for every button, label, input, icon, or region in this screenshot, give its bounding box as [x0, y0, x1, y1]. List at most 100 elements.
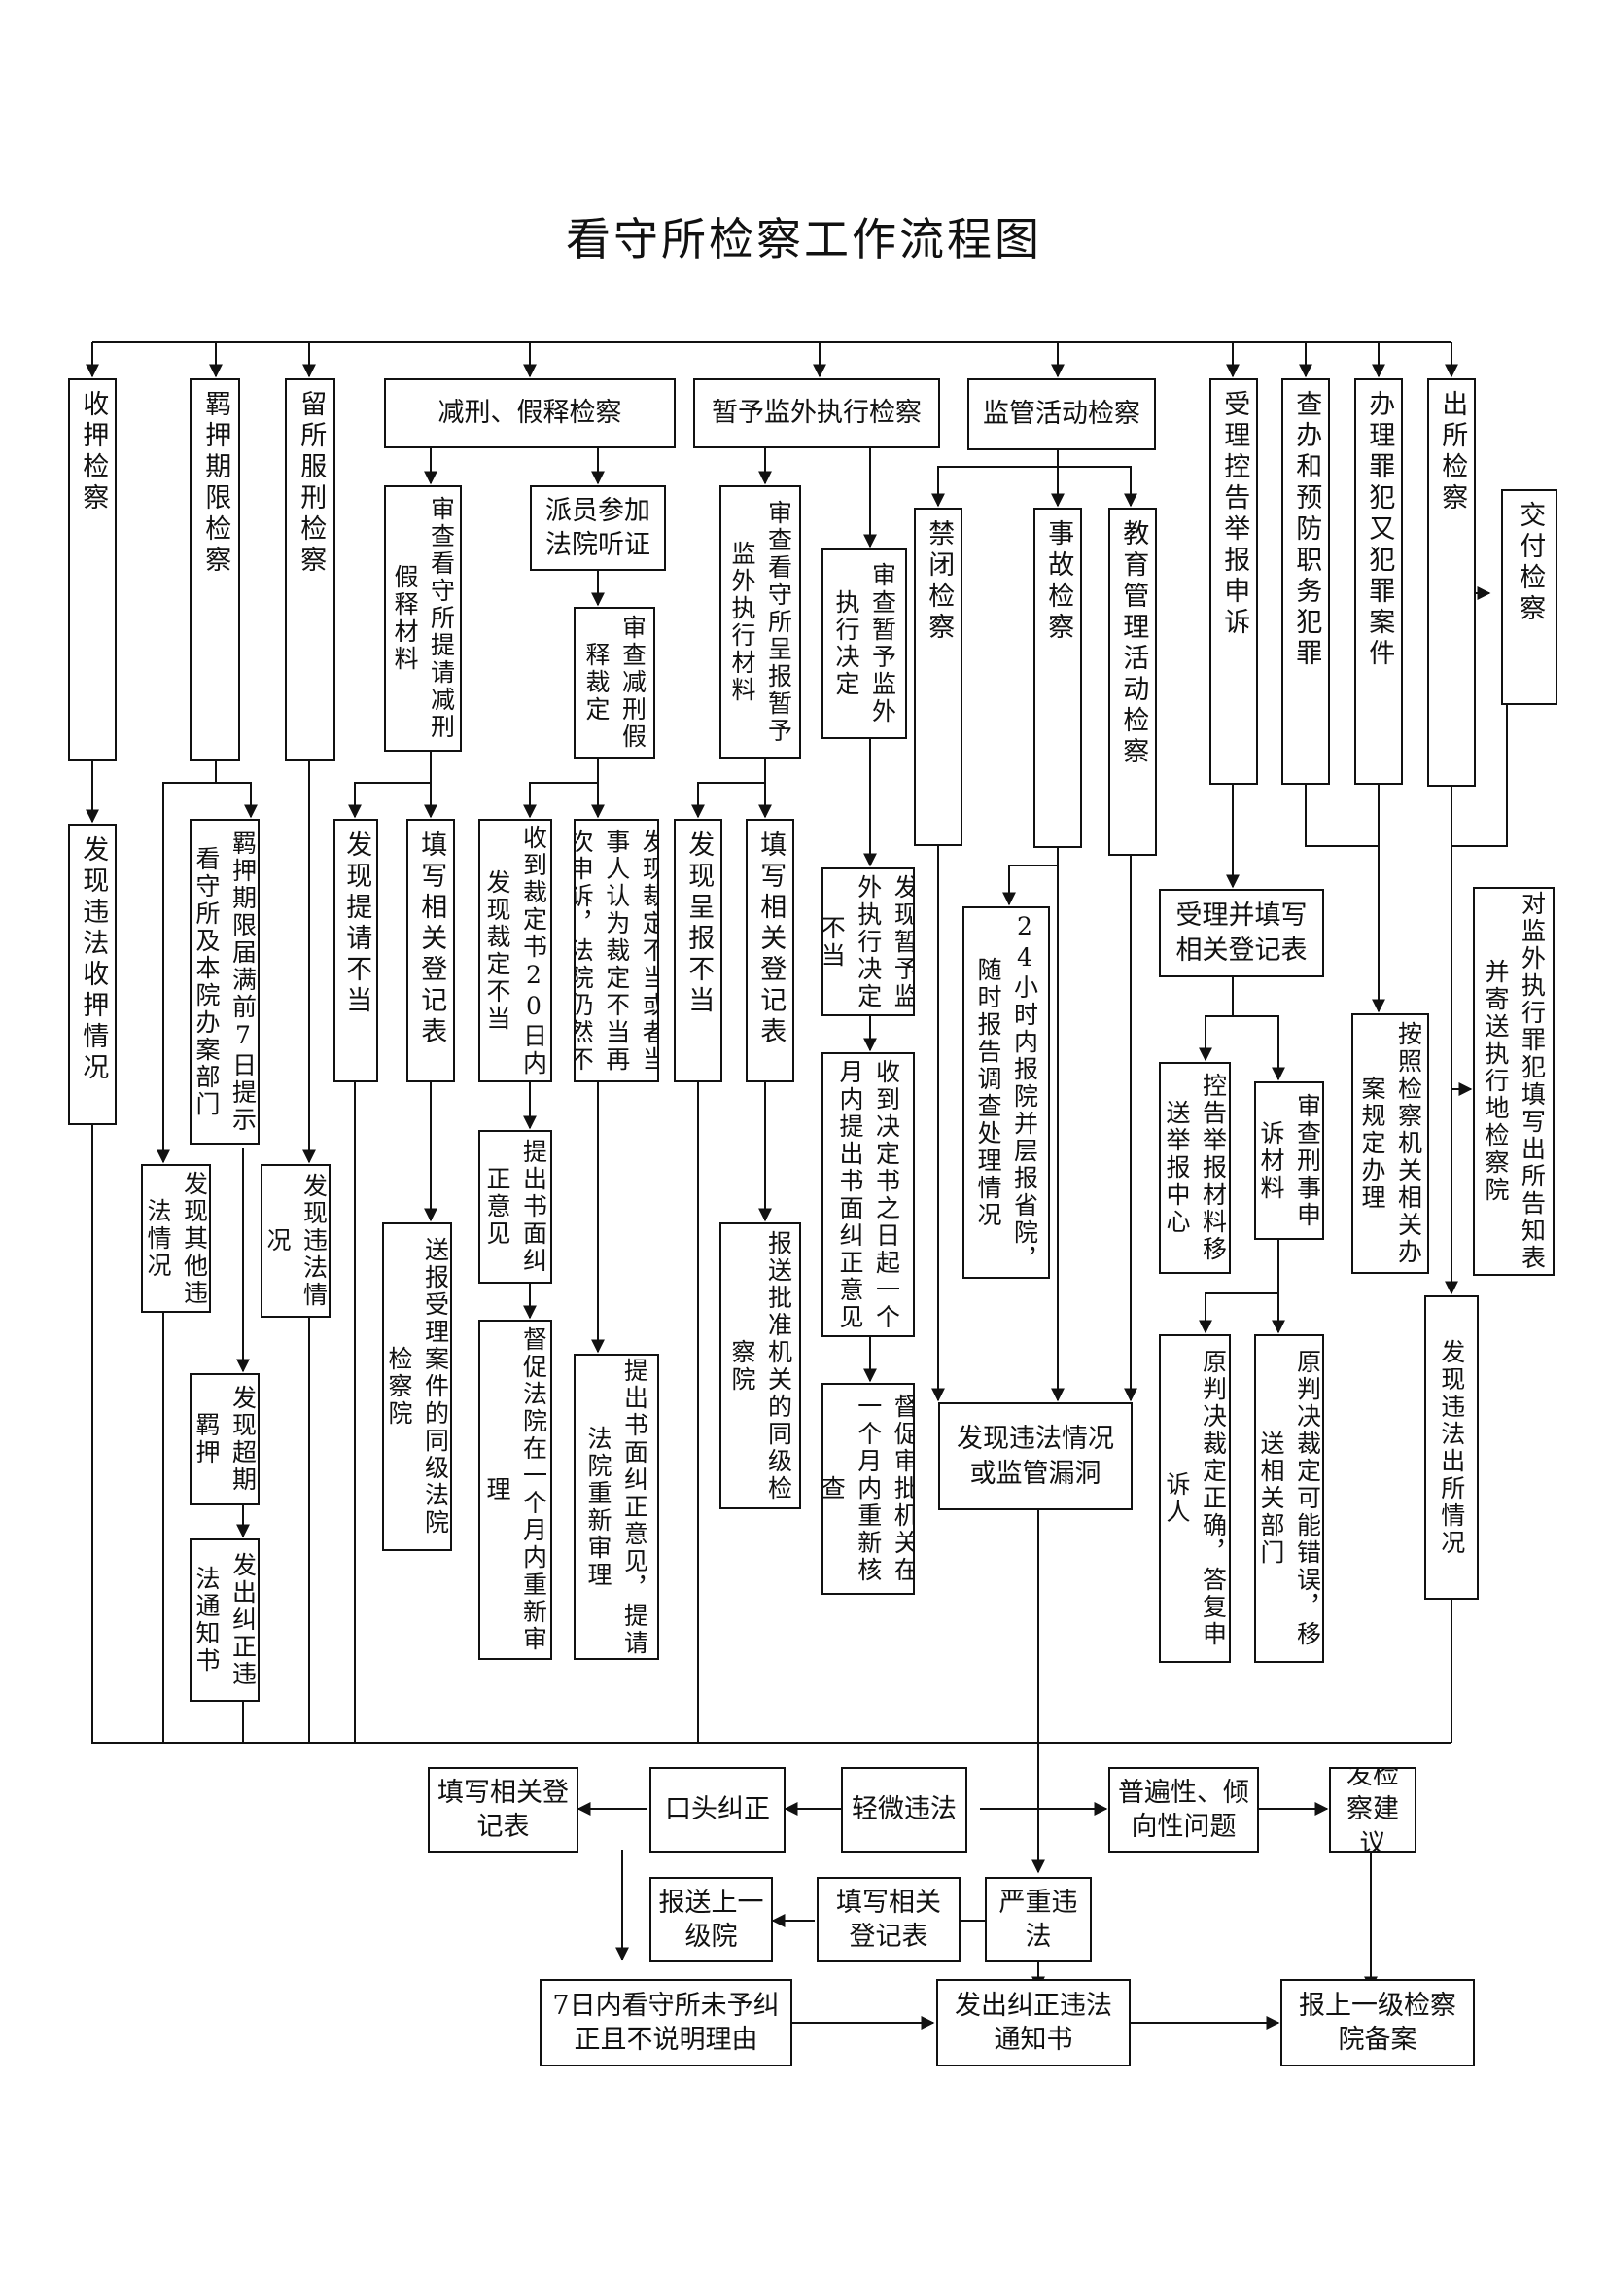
node-zanyu-label: 暂予监外执行检察 — [712, 398, 922, 429]
node-jianguan: 监管活动检察 — [967, 378, 1156, 450]
node-tianxie-bottom2-label: 填写相关登记表 — [836, 1887, 941, 1952]
node-jiya-manqi-label: 羁押期限届满前7日提示看守所及本院办案部门 — [192, 830, 258, 1134]
node-shigu-24-label: 24小时内报院并层报省院，随时报告调查处理情况 — [974, 911, 1039, 1274]
node-shencha-shensu-label: 审查刑事申诉材料 — [1257, 1092, 1322, 1229]
node-zy-budang-label: 发现呈报不当 — [683, 830, 715, 1017]
node-yuan-cuowu: 原判决裁定可能错误，移送相关部门 — [1254, 1334, 1324, 1663]
node-shouli-label: 受理控告举报申诉 — [1219, 390, 1250, 639]
node-baosong-shangji: 报送上一级院 — [649, 1877, 773, 1962]
node-jx-shencha: 审查看守所提请减刑假释材料 — [384, 485, 462, 752]
node-jx-budang: 发现提请不当 — [333, 819, 378, 1082]
node-fachu-tongzhi: 发出纠正违法通知书 — [936, 1979, 1131, 2066]
node-jiya-manqi: 羁押期限届满前7日提示看守所及本院办案部门 — [190, 819, 260, 1145]
node-jx-dujian-label: 督促法院在一个月内重新审理 — [483, 1326, 548, 1653]
node-pubian: 普遍性、倾向性问题 — [1108, 1767, 1259, 1853]
node-jx-tichu1: 提出书面纠正意见 — [478, 1130, 552, 1284]
node-yuan-zhengque-label: 原判决裁定正确，答复申诉人 — [1163, 1349, 1228, 1648]
node-zy-baosong: 报送批准机关的同级检察院 — [719, 1222, 801, 1509]
node-jx-tichu2-label: 提出书面纠正意见，提请法院重新审理 — [584, 1357, 649, 1657]
node-shouli-tianxie: 受理并填写相关登记表 — [1159, 889, 1324, 977]
node-fa-jianyi-label: 发检察建议 — [1346, 1767, 1399, 1853]
node-tianxie-bottom: 填写相关登记表 — [428, 1767, 578, 1853]
node-qingwei-label: 轻微违法 — [852, 1794, 957, 1825]
node-zy-tianxie: 填写相关登记表 — [746, 819, 794, 1082]
node-yuan-zhengque: 原判决裁定正确，答复申诉人 — [1159, 1334, 1231, 1663]
node-jianxing-label: 减刑、假释检察 — [437, 398, 622, 429]
node-shencha-shensu: 审查刑事申诉材料 — [1254, 1081, 1324, 1240]
node-faxian-weifa-label: 发现违法情况或监管漏洞 — [957, 1424, 1114, 1489]
node-bao-shangji: 报上一级检察院备案 — [1280, 1979, 1475, 2066]
node-zanyu: 暂予监外执行检察 — [693, 378, 940, 448]
node-tianxie-bottom-label: 填写相关登记表 — [437, 1777, 569, 1842]
node-liusuo-faxian-label: 发现违法情况 — [263, 1173, 329, 1309]
node-qiri-label: 7日内看守所未予纠正且不说明理由 — [552, 1990, 780, 2055]
node-jx-20-2-label: 收到裁定书20日后发现裁定不当或者当事人认为裁定不当再次申诉，法院仍然不裁 — [574, 828, 659, 1074]
node-liusuo: 留所服刑检察 — [285, 378, 335, 761]
node-jx-song-label: 送报受理案件的同级法院检察院 — [385, 1237, 450, 1537]
node-jx-shenchacd: 审查减刑假释裁定 — [574, 607, 655, 759]
node-tianxie-bottom2: 填写相关登记表 — [817, 1877, 961, 1962]
node-chusuo: 出所检察 — [1427, 378, 1476, 787]
node-jx-tianxie-label: 填写相关登记表 — [416, 830, 447, 1048]
node-faxian-shouya-label: 发现违法收押情况 — [78, 835, 109, 1084]
node-zy-jueding2-label: 收到决定书之日起一个月内提出书面纠正意见 — [836, 1058, 901, 1331]
node-yanzhong: 严重违法 — [985, 1877, 1092, 1962]
node-jx-paiyuan-label: 派员参加法院听证 — [545, 495, 650, 560]
node-jianguan-label: 监管活动检察 — [983, 399, 1140, 430]
node-zy-baosong-label: 报送批准机关的同级检察院 — [728, 1229, 793, 1502]
node-jiya: 羁押期限检察 — [190, 378, 240, 761]
node-jx-song: 送报受理案件的同级法院检察院 — [382, 1222, 452, 1551]
node-jiya-faxian-label: 发现其他违法情况 — [144, 1170, 209, 1307]
node-jx-20-1-label: 收到裁定书20日内发现裁定不当 — [483, 824, 548, 1077]
node-banli-anzhao-label: 按照检察机关相关办案规定办理 — [1358, 1021, 1423, 1266]
node-zy-jueding2: 收到决定书之日起一个月内提出书面纠正意见 — [821, 1052, 915, 1337]
node-zy-shenchajiguan: 督促审批机关在一个月内重新核查 — [821, 1383, 915, 1595]
node-fachu-tongzhi-label: 发出纠正违法通知书 — [955, 1990, 1112, 2055]
node-banli-label: 办理罪犯又犯罪案件 — [1364, 390, 1395, 670]
node-jx-tichu2: 提出书面纠正意见，提请法院重新审理 — [574, 1354, 659, 1660]
node-shouya: 收押检察 — [68, 378, 117, 761]
node-qingwei: 轻微违法 — [841, 1767, 967, 1853]
node-jx-dujian: 督促法院在一个月内重新审理 — [478, 1320, 552, 1660]
node-jx-shencha-label: 审查看守所提请减刑假释材料 — [391, 496, 456, 741]
node-jx-20-1: 收到裁定书20日内发现裁定不当 — [478, 819, 552, 1082]
node-shigu: 事故检察 — [1033, 508, 1082, 848]
node-zy-tianxie-label: 填写相关登记表 — [755, 830, 787, 1048]
node-zy-shencha: 审查看守所呈报暂予监外执行材料 — [719, 485, 801, 759]
node-jianxing: 减刑、假释检察 — [384, 378, 676, 448]
node-jiaofu-tianxie: 对监外执行罪犯填写出所告知表并寄送执行地检察院 — [1473, 887, 1555, 1276]
node-qiri: 7日内看守所未予纠正且不说明理由 — [540, 1979, 792, 2066]
node-faxian-weifa: 发现违法情况或监管漏洞 — [938, 1402, 1133, 1510]
node-shouli: 受理控告举报申诉 — [1209, 378, 1258, 785]
node-jx-shenchacd-label: 审查减刑假释裁定 — [582, 615, 647, 751]
node-jiaoyu-label: 教育管理活动检察 — [1118, 519, 1149, 768]
node-jiya-tongzhi: 发出纠正违法通知书 — [190, 1538, 260, 1702]
node-jinbi: 禁闭检察 — [914, 508, 962, 846]
node-zy-faxian: 发现暂予监外执行决定不当 — [821, 867, 915, 1016]
node-zy-shenchajiguan-label: 督促审批机关在一个月内重新核查 — [821, 1394, 915, 1584]
node-shouya-label: 收押检察 — [78, 390, 109, 514]
node-jx-paiyuan: 派员参加法院听证 — [530, 485, 666, 571]
node-zy-shencha-label: 审查看守所呈报暂予监外执行材料 — [728, 499, 793, 745]
node-fa-jianyi: 发检察建议 — [1329, 1767, 1416, 1853]
node-liusuo-faxian: 发现违法情况 — [261, 1164, 331, 1318]
node-yanzhong-label: 严重违法 — [998, 1887, 1078, 1952]
node-jx-tichu1-label: 提出书面纠正意见 — [483, 1139, 548, 1275]
node-faxian-shouya: 发现违法收押情况 — [68, 824, 117, 1125]
node-jx-budang-label: 发现提请不当 — [341, 830, 372, 1017]
node-jiya-label: 羁押期限检察 — [200, 390, 231, 577]
node-jiaofu: 交付检察 — [1501, 489, 1557, 705]
node-jiaofu-tianxie-label: 对监外执行罪犯填写出所告知表并寄送执行地检察院 — [1482, 891, 1547, 1272]
page-title: 看守所检察工作流程图 — [566, 213, 1042, 265]
node-shigu-label: 事故检察 — [1043, 519, 1074, 644]
node-chaban: 查办和预防职务犯罪 — [1281, 378, 1330, 785]
node-jiya-faxian: 发现其他违法情况 — [141, 1164, 211, 1313]
node-koutou: 口头纠正 — [649, 1767, 786, 1853]
node-jiya-chaoqi-label: 发现超期羁押 — [192, 1385, 258, 1494]
node-jinbi-label: 禁闭检察 — [924, 519, 955, 644]
node-shouli-tianxie-label: 受理并填写相关登记表 — [1175, 901, 1308, 966]
node-jiaoyu: 教育管理活动检察 — [1108, 508, 1157, 856]
node-jiya-tongzhi-label: 发出纠正违法通知书 — [192, 1552, 258, 1688]
node-kong-gao: 控告举报材料移送举报中心 — [1159, 1062, 1231, 1274]
